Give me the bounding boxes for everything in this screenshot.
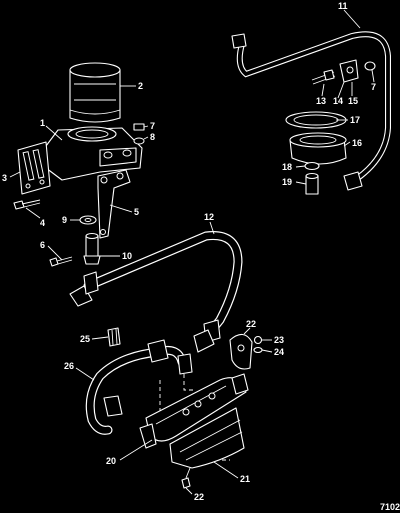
callout-labels: 2 1 3 4 7 8 5 9 6 10 11 12 13 14 15 7 17… — [2, 1, 376, 502]
connector — [107, 327, 121, 347]
callout-6: 6 — [40, 240, 45, 250]
callout-13: 13 — [316, 96, 326, 106]
screw — [49, 256, 73, 267]
drain-plug — [305, 172, 319, 195]
washer — [79, 215, 97, 225]
fuel-cooler — [139, 373, 249, 449]
callout-10: 10 — [122, 251, 132, 261]
short-hose — [85, 339, 193, 435]
mounting-bracket — [45, 126, 143, 181]
callout-16: 16 — [352, 138, 362, 148]
callout-14: 14 — [333, 96, 343, 106]
leader-lines — [9, 9, 375, 495]
callout-15: 15 — [348, 96, 358, 106]
fuel-line — [231, 31, 391, 191]
screw — [133, 123, 145, 145]
callout-5: 5 — [134, 207, 139, 217]
hose-fitting — [193, 329, 215, 353]
washer — [364, 61, 376, 71]
washer — [253, 346, 263, 354]
callout-17: 17 — [350, 115, 360, 125]
washer — [304, 161, 320, 171]
callout-1: 1 — [40, 118, 45, 128]
callout-2: 2 — [138, 81, 143, 91]
callout-26: 25 — [80, 334, 90, 344]
sensor-plate — [17, 141, 51, 195]
callout-27: 26 — [64, 361, 74, 371]
callout-3: 3 — [2, 173, 7, 183]
callout-23: 22 — [246, 319, 256, 329]
hose-clamp — [229, 333, 253, 370]
callout-20: 20 — [106, 456, 116, 466]
callout-25: 24 — [274, 347, 284, 357]
screw — [181, 467, 191, 489]
callout-22: 22 — [194, 492, 204, 502]
fitting — [83, 232, 101, 265]
callout-9: 9 — [62, 215, 67, 225]
clamp — [339, 59, 359, 83]
cooler-bracket — [169, 407, 245, 469]
fuel-hose — [69, 231, 243, 343]
callout-7: 7 — [150, 121, 155, 131]
callout-18: 18 — [282, 162, 292, 172]
bolt — [13, 199, 41, 210]
callout-12: 12 — [204, 212, 214, 222]
support-arm — [97, 169, 131, 239]
callout-4: 4 — [40, 218, 45, 228]
stud — [311, 69, 336, 85]
filter-head — [289, 132, 347, 165]
figure-number: 7102 — [380, 502, 400, 512]
callout-19: 19 — [282, 177, 292, 187]
callout-24: 23 — [274, 335, 284, 345]
screw — [253, 335, 263, 345]
callout-8: 8 — [150, 132, 155, 142]
filter-canister — [69, 62, 121, 123]
callout-7b: 7 — [371, 82, 376, 92]
callout-11: 11 — [338, 1, 348, 11]
callout-21: 21 — [240, 474, 250, 484]
